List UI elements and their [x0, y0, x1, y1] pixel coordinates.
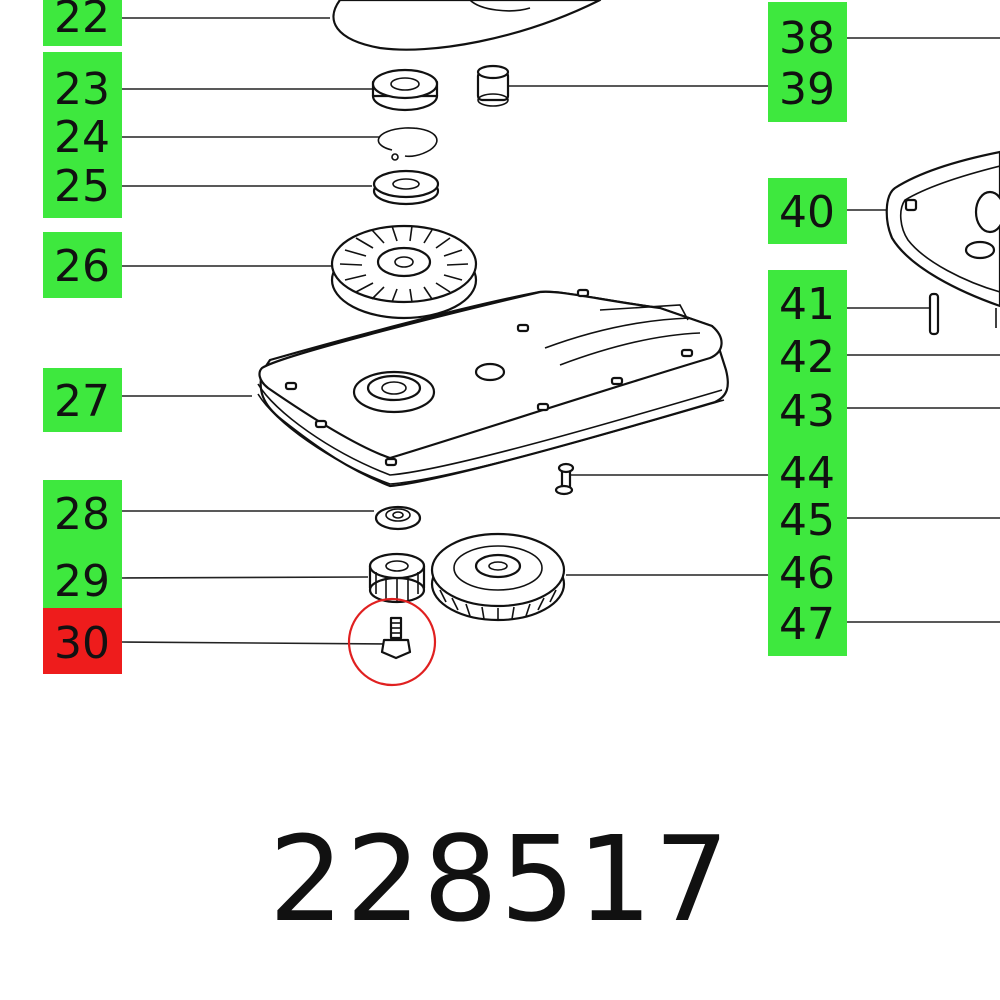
part-44-screw: [554, 462, 575, 496]
part-22-housing-cover: [332, 0, 602, 51]
part-26-fan-wheel: [330, 224, 478, 320]
callout-label: 25: [54, 161, 110, 212]
callout-box: [43, 0, 122, 46]
callout-42: 42: [779, 332, 835, 383]
callout-box: [43, 232, 122, 298]
callout-label: 44: [779, 448, 835, 499]
callout-box: [43, 608, 122, 674]
highlight-circle: [347, 597, 437, 687]
callout-label: 39: [779, 64, 835, 115]
callout-38: 38: [768, 2, 847, 122]
callout-45: 45: [779, 495, 835, 546]
part-24-circlip: [377, 127, 438, 161]
callout-24: 24: [54, 112, 110, 163]
part-27-gear-housing-plate: [257, 288, 729, 488]
callout-30: 30: [43, 608, 122, 674]
part-number: 228517: [268, 810, 732, 948]
callout-28: 28: [43, 480, 122, 546]
callout-27: 27: [43, 368, 122, 432]
callout-label: 38: [779, 13, 835, 64]
callout-label: 23: [54, 64, 110, 115]
part-23-bearing: [371, 68, 439, 112]
callout-label: 30: [54, 618, 110, 669]
part-30-stud: [380, 616, 412, 660]
leader-lines: [121, 17, 1000, 645]
callouts-right: 38 39 40 41 42 43 44 45 46 47: [768, 2, 847, 656]
callout-box: [43, 546, 122, 608]
part-25-bearing: [372, 169, 440, 206]
callout-43: 43: [779, 386, 835, 437]
callout-label: 28: [54, 489, 110, 540]
part-40-cover: [885, 150, 1000, 308]
callout-25: 25: [54, 161, 110, 212]
callout-label: 41: [779, 279, 835, 330]
callouts-left: 22 23 24 25 26 27 28 29 30: [43, 0, 122, 674]
callout-label: 27: [54, 376, 110, 427]
part-39-bushing: [476, 64, 510, 107]
callout-46: 46: [779, 548, 835, 599]
callout-label: 46: [779, 548, 835, 599]
callout-40: 40: [768, 178, 847, 244]
callout-box: [43, 368, 122, 432]
callout-label: 40: [779, 187, 835, 238]
callout-box: [43, 52, 122, 218]
callout-39: 39: [779, 64, 835, 115]
callout-label: 45: [779, 495, 835, 546]
callout-23: 23: [43, 52, 122, 218]
callout-29: 29: [43, 546, 122, 608]
callout-label: 29: [54, 556, 110, 607]
part-41-pin: [928, 292, 997, 336]
callout-label: 47: [779, 599, 835, 650]
callout-44: 44: [779, 448, 835, 499]
callout-label: 24: [54, 112, 110, 163]
callout-box: [768, 2, 847, 122]
callout-box: [768, 270, 847, 656]
part-29-pinion: [368, 552, 426, 604]
callout-box: [43, 480, 122, 546]
callout-label: 26: [54, 241, 110, 292]
callout-box: [768, 178, 847, 244]
callout-22: 22: [43, 0, 122, 46]
callout-label: 42: [779, 332, 835, 383]
part-46-gear: [430, 532, 566, 622]
callout-41: 41: [768, 270, 847, 656]
callout-label: 43: [779, 386, 835, 437]
callout-47: 47: [779, 599, 835, 650]
callout-26: 26: [43, 232, 122, 298]
part-28-washer: [374, 505, 422, 531]
callout-label: 22: [54, 0, 110, 43]
